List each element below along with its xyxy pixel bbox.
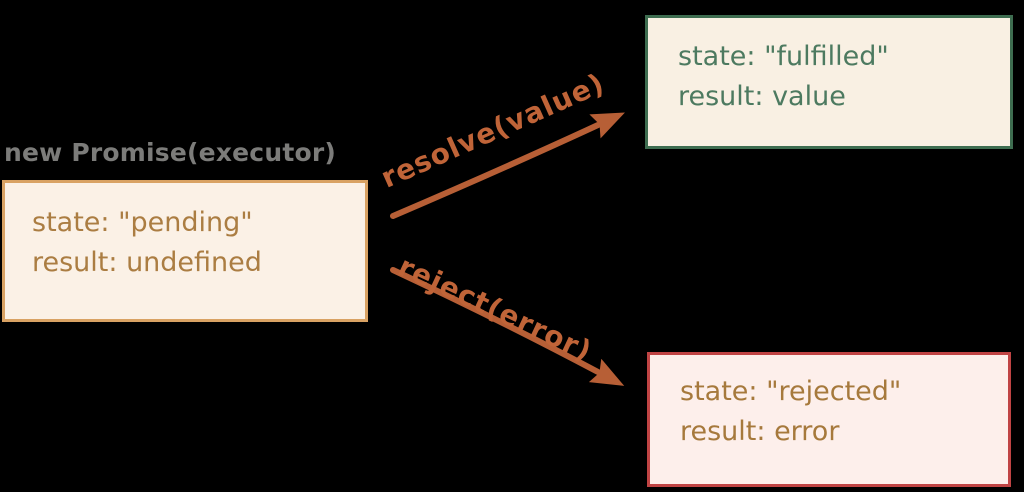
fulfilled-state-box: state: "fulfilled" result: value (645, 15, 1013, 149)
rejected-state-line: state: "rejected" (680, 376, 902, 407)
diagram-title: new Promise(executor) (4, 138, 336, 167)
fulfilled-state-line: state: "fulfilled" (678, 41, 889, 72)
reject-arrow-label: reject(error) (393, 249, 598, 369)
pending-state-line: state: "pending" (32, 207, 253, 238)
rejected-result-line: result: error (680, 416, 840, 447)
resolve-arrow-label: resolve(value) (376, 66, 610, 195)
fulfilled-result-line: result: value (678, 81, 846, 112)
pending-result-line: result: undefined (32, 247, 262, 278)
pending-state-box: state: "pending" result: undefined (2, 180, 368, 322)
rejected-state-box: state: "rejected" result: error (647, 352, 1011, 487)
